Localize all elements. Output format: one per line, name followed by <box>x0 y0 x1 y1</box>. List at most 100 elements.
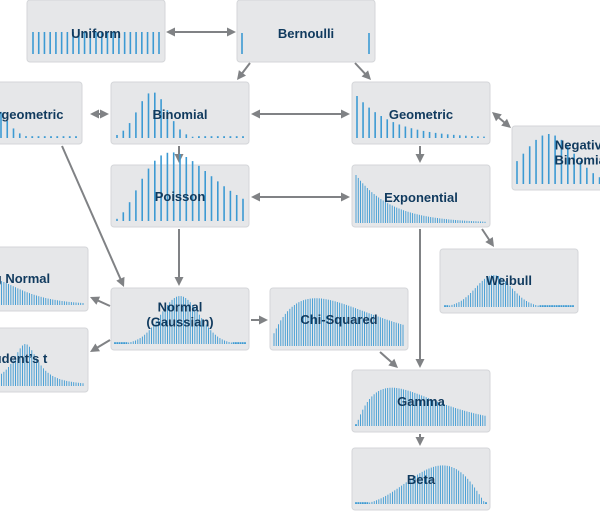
node-label: Log Normal <box>0 271 50 286</box>
edge-bernoulli-to-geometric <box>354 62 371 80</box>
edge-uniform-to-bernoulli <box>166 27 236 37</box>
edge-geometric-to-exponential <box>415 146 425 163</box>
beta-plot <box>355 465 487 504</box>
beta-plot-dot <box>355 502 357 504</box>
normal-plot-dot <box>237 342 240 344</box>
beta-plot-dot <box>357 502 360 504</box>
normal-plot-dot <box>234 342 237 344</box>
node-label: Beta <box>407 472 436 487</box>
edge-poisson-to-exponential <box>251 192 350 202</box>
weibull-plot-dot <box>562 305 565 307</box>
binomial-plot-dot <box>242 136 244 138</box>
beta-plot-dot <box>485 502 487 504</box>
node-box <box>110 81 250 145</box>
weibull-plot <box>444 275 574 307</box>
node-box <box>0 81 83 145</box>
node-label: Poisson <box>155 189 206 204</box>
arrowhead-end <box>341 192 350 202</box>
node-label: Normal <box>158 300 203 315</box>
binomial-plot-dot <box>210 136 213 138</box>
arrowhead-start <box>251 109 260 119</box>
binomial-plot <box>116 92 244 138</box>
arrowhead-end <box>237 70 246 80</box>
beta-plot-dot <box>359 502 362 504</box>
normal-plot-dot <box>123 342 126 344</box>
weibull-plot-dot <box>558 305 560 307</box>
node-label: Hypergeometric <box>0 107 63 122</box>
binomial-plot-dot <box>198 136 200 138</box>
bernoulli-plot <box>241 33 370 54</box>
arrowhead-end <box>90 296 101 305</box>
hypergeometric-plot-dot <box>50 136 52 138</box>
normal-plot <box>114 296 246 344</box>
log-normal-plot <box>1 281 84 305</box>
weibull-plot-dot <box>544 305 546 307</box>
node-box <box>511 125 600 191</box>
normal-plot-dot <box>125 342 128 344</box>
weibull-plot-dot <box>555 305 558 307</box>
edge-normal-to-chi-squared <box>251 315 268 325</box>
gamma-plot <box>355 387 486 426</box>
edge-poisson-to-normal <box>174 229 184 286</box>
arrowhead-start <box>90 109 99 119</box>
binomial-plot-dot <box>235 136 238 138</box>
weibull-plot-dot <box>548 305 551 307</box>
edge-hypergeometric-to-binomial <box>90 109 109 119</box>
hypergeometric-plot-dot <box>62 136 65 138</box>
beta-plot-dot <box>361 502 364 504</box>
binomial-plot-dot <box>204 136 207 138</box>
node-label: Bernoulli <box>278 26 334 41</box>
node-students-t: Student’s t <box>0 327 89 393</box>
edge-binomial-to-poisson <box>174 146 184 163</box>
weibull-plot-dot <box>539 305 542 307</box>
hypergeometric-plot-dot <box>37 136 40 138</box>
edge-line <box>61 145 123 282</box>
weibull-plot-dot <box>546 305 549 307</box>
weibull-plot-dot <box>569 305 572 307</box>
binomial-plot-dot <box>216 136 219 138</box>
edge-hypergeometric-to-normal <box>61 145 125 287</box>
arrowhead-end <box>227 27 236 37</box>
weibull-plot-dot <box>567 305 570 307</box>
node-geometric: Geometric <box>351 81 491 145</box>
node-label: Uniform <box>71 26 121 41</box>
chi-squared-plot <box>273 298 404 346</box>
arrowhead-end <box>415 437 425 446</box>
weibull-plot-dot <box>565 305 567 307</box>
edge-binomial-to-geometric <box>251 109 350 119</box>
node-log-normal: Log Normal <box>0 246 89 312</box>
node-box <box>0 246 89 312</box>
beta-plot-dot <box>366 502 369 504</box>
weibull-plot-dot <box>551 305 553 307</box>
weibull-plot-dot <box>541 305 544 307</box>
node-box <box>236 0 376 63</box>
arrowhead-end <box>259 315 268 325</box>
arrowhead-end <box>90 343 100 352</box>
node-poisson: Poisson <box>110 152 250 228</box>
normal-plot-dot <box>244 342 246 344</box>
geometric-plot <box>356 96 485 138</box>
node-label: Student’s t <box>0 351 48 366</box>
negative-binomial-plot <box>516 134 600 184</box>
edge-chi-squared-to-gamma <box>379 351 398 368</box>
edge-bernoulli-to-binomial <box>237 62 251 80</box>
edge-exponential-to-gamma <box>415 229 425 368</box>
node-beta: Beta <box>351 447 491 511</box>
node-label: Binomial <box>153 107 208 122</box>
arrowhead-start <box>492 112 502 122</box>
node-label: Geometric <box>389 107 453 122</box>
hypergeometric-plot-dot <box>68 136 71 138</box>
arrowhead-end <box>415 359 425 368</box>
students-t-plot <box>1 344 84 386</box>
node-binomial: Binomial <box>110 81 250 145</box>
arrowhead-start <box>251 192 260 202</box>
node-weibull: Weibull <box>439 248 579 314</box>
node-label: Exponential <box>384 190 458 205</box>
uniform-plot <box>32 32 160 54</box>
weibull-plot-dot <box>553 305 556 307</box>
node-label: Weibull <box>486 273 532 288</box>
normal-plot-dot <box>114 342 116 344</box>
arrowhead-start <box>166 27 175 37</box>
